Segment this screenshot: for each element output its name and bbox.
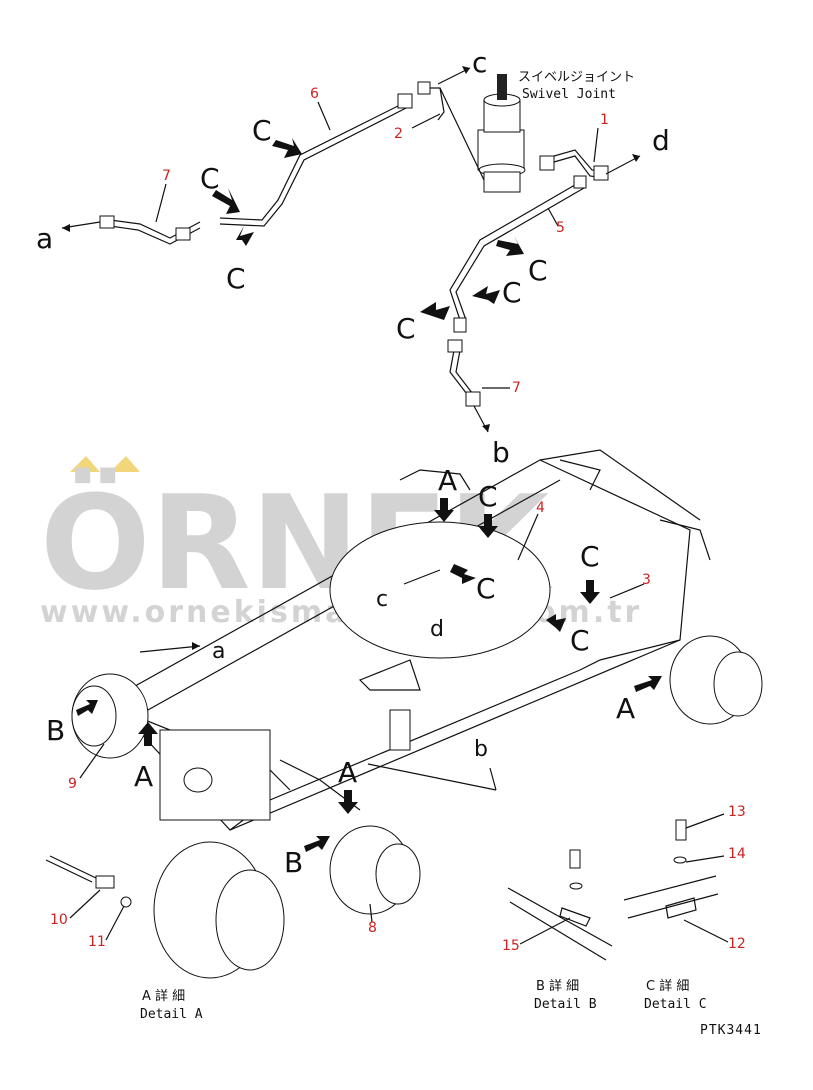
label-c-3: C — [226, 262, 246, 295]
part-15: 15 — [502, 938, 520, 954]
hub-center — [329, 825, 421, 915]
label-c-8: C — [580, 540, 600, 573]
swivel-joint — [439, 74, 526, 193]
detail-c-jp: C 詳 細 — [646, 978, 689, 994]
pipe-6 — [219, 93, 413, 227]
detail-b-sketch — [507, 849, 613, 961]
arrow-markers-lower — [76, 498, 662, 852]
label-a-3: A — [134, 760, 153, 793]
lower-port-arrows — [139, 569, 497, 791]
chassis-frame — [109, 449, 711, 831]
leader-lines — [69, 101, 729, 945]
label-a-4: A — [338, 756, 357, 789]
label-a-2: A — [616, 692, 635, 725]
port-c-top: c — [472, 46, 487, 79]
part-7-upper: 7 — [162, 168, 171, 184]
label-c-5: C — [502, 276, 522, 309]
pipe-2 — [417, 81, 445, 121]
detail-b-en: Detail B — [534, 997, 597, 1012]
swivel-joint-label-jp: スイベルジョイント — [518, 70, 635, 85]
port-c-lower: c — [376, 587, 388, 612]
part-8: 8 — [368, 920, 377, 936]
part-1: 1 — [600, 112, 609, 128]
part-13: 13 — [728, 804, 746, 820]
label-c-9: C — [476, 572, 496, 605]
detail-c-sketch — [623, 819, 719, 919]
part-5: 5 — [556, 220, 565, 236]
label-b-2: B — [284, 846, 303, 879]
part-4: 4 — [536, 500, 545, 516]
hub-left — [71, 673, 149, 759]
figure-code: PTK3441 — [700, 1023, 762, 1038]
hub-detail-a — [45, 841, 285, 979]
pipe-5 — [449, 175, 587, 333]
port-a-top: a — [36, 222, 53, 255]
part-12: 12 — [728, 936, 746, 952]
detail-a-jp: A 詳 細 — [142, 988, 185, 1004]
label-c-10: C — [570, 624, 590, 657]
part-11: 11 — [88, 934, 106, 950]
port-b-top: b — [492, 436, 510, 469]
detail-a-en: Detail A — [140, 1007, 203, 1022]
swivel-joint-label-en: Swivel Joint — [522, 87, 616, 102]
part-9: 9 — [68, 776, 77, 792]
pipe-7-upper — [99, 215, 201, 245]
part-14: 14 — [728, 846, 746, 862]
port-d-lower: d — [430, 617, 444, 642]
port-arrows — [61, 66, 641, 433]
pipe-7-lower — [447, 339, 481, 407]
label-c-2: C — [200, 162, 220, 195]
port-b-lower: b — [474, 737, 488, 762]
part-7-lower: 7 — [512, 380, 521, 396]
part-10: 10 — [50, 912, 68, 928]
detail-b-jp: B 詳 細 — [536, 978, 579, 994]
part-2: 2 — [394, 126, 403, 142]
arrow-markers-upper — [212, 138, 524, 320]
label-b-1: B — [46, 714, 65, 747]
part-3: 3 — [642, 572, 651, 588]
label-c-4: C — [528, 254, 548, 287]
part-6: 6 — [310, 86, 319, 102]
detail-c-en: Detail C — [644, 997, 707, 1012]
label-c-7: C — [478, 480, 498, 513]
port-d-top: d — [652, 124, 670, 157]
pipe-1 — [539, 149, 609, 181]
label-c-1: C — [252, 114, 272, 147]
label-c-6: C — [396, 312, 416, 345]
hub-right — [669, 635, 763, 725]
label-a-1: A — [438, 464, 457, 497]
port-a-lower: a — [212, 639, 225, 664]
